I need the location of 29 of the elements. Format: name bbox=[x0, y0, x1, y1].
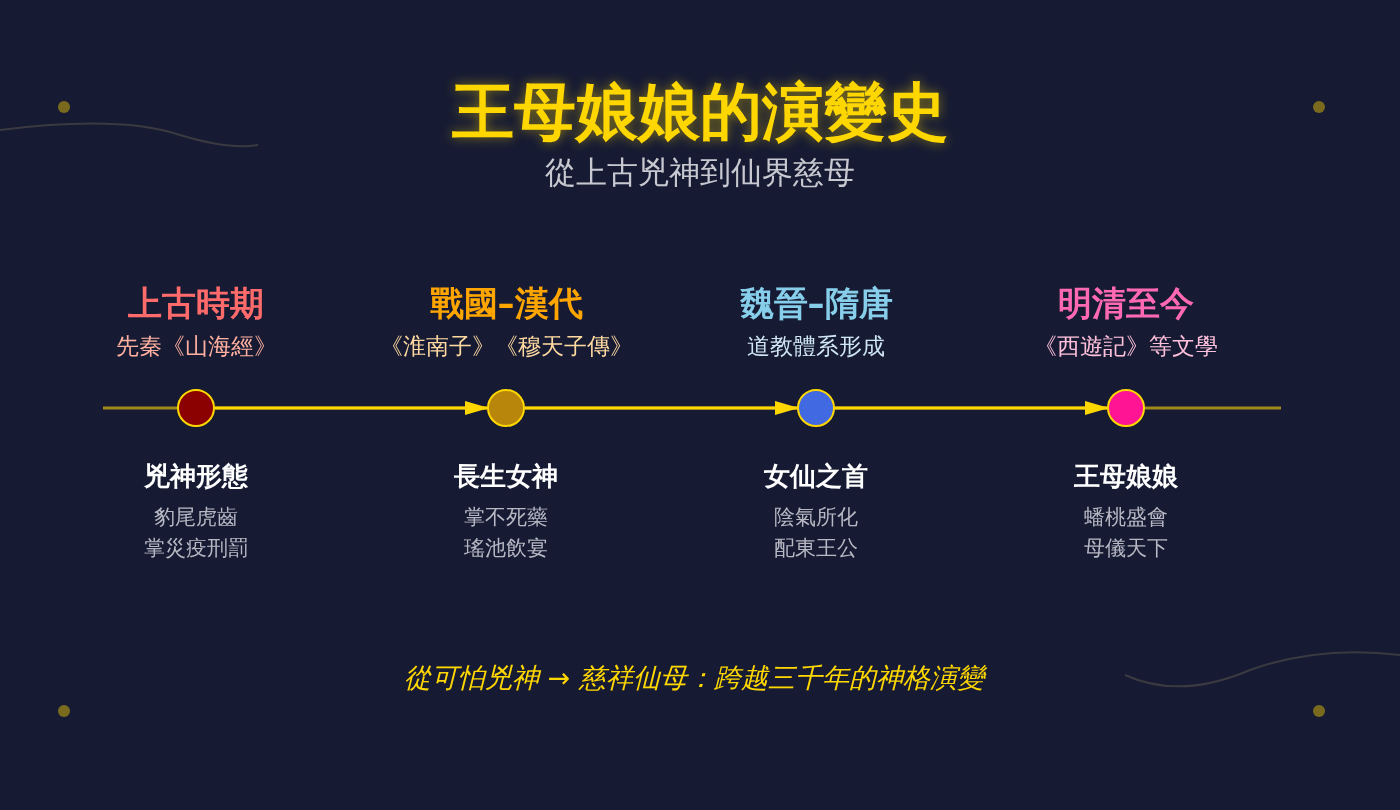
timeline-dot bbox=[797, 389, 835, 427]
source-text: 《西遊記》等文學 bbox=[1034, 332, 1218, 361]
arrow bbox=[835, 401, 1109, 415]
stage-detail: 掌不死藥 bbox=[464, 504, 548, 531]
timeline-dot bbox=[487, 389, 525, 427]
stage-detail: 母儀天下 bbox=[1084, 535, 1168, 562]
stage-heading: 女仙之首 bbox=[764, 460, 868, 493]
arrow bbox=[525, 401, 799, 415]
stage-heading: 長生女神 bbox=[454, 460, 558, 493]
era-heading: 戰國–漢代 bbox=[429, 282, 583, 324]
arrow bbox=[215, 401, 489, 415]
stage-detail: 瑤池飲宴 bbox=[464, 535, 548, 562]
title: 王母娘娘的演變史 bbox=[452, 74, 948, 150]
stage-detail: 蟠桃盛會 bbox=[1084, 504, 1168, 531]
stage-heading: 王母娘娘 bbox=[1074, 460, 1178, 493]
era-heading: 上古時期 bbox=[128, 282, 264, 324]
stage-heading: 兇神形態 bbox=[144, 460, 248, 493]
timeline-dot bbox=[177, 389, 215, 427]
era-heading: 魏晉–隋唐 bbox=[739, 282, 893, 324]
source-text: 《淮南子》《穆天子傳》 bbox=[379, 332, 633, 361]
timeline-dot bbox=[1107, 389, 1145, 427]
stage-detail: 豹尾虎齒 bbox=[154, 504, 238, 531]
era-heading: 明清至今 bbox=[1058, 282, 1194, 324]
source-text: 先秦《山海經》 bbox=[115, 332, 277, 361]
stage-detail: 掌災疫刑罰 bbox=[143, 535, 249, 562]
subtitle: 從上古兇神到仙界慈母 bbox=[545, 153, 855, 192]
stage-detail: 陰氣所化 bbox=[774, 504, 858, 531]
stage-detail: 配東王公 bbox=[774, 535, 858, 562]
source-text: 道教體系形成 bbox=[747, 332, 885, 361]
